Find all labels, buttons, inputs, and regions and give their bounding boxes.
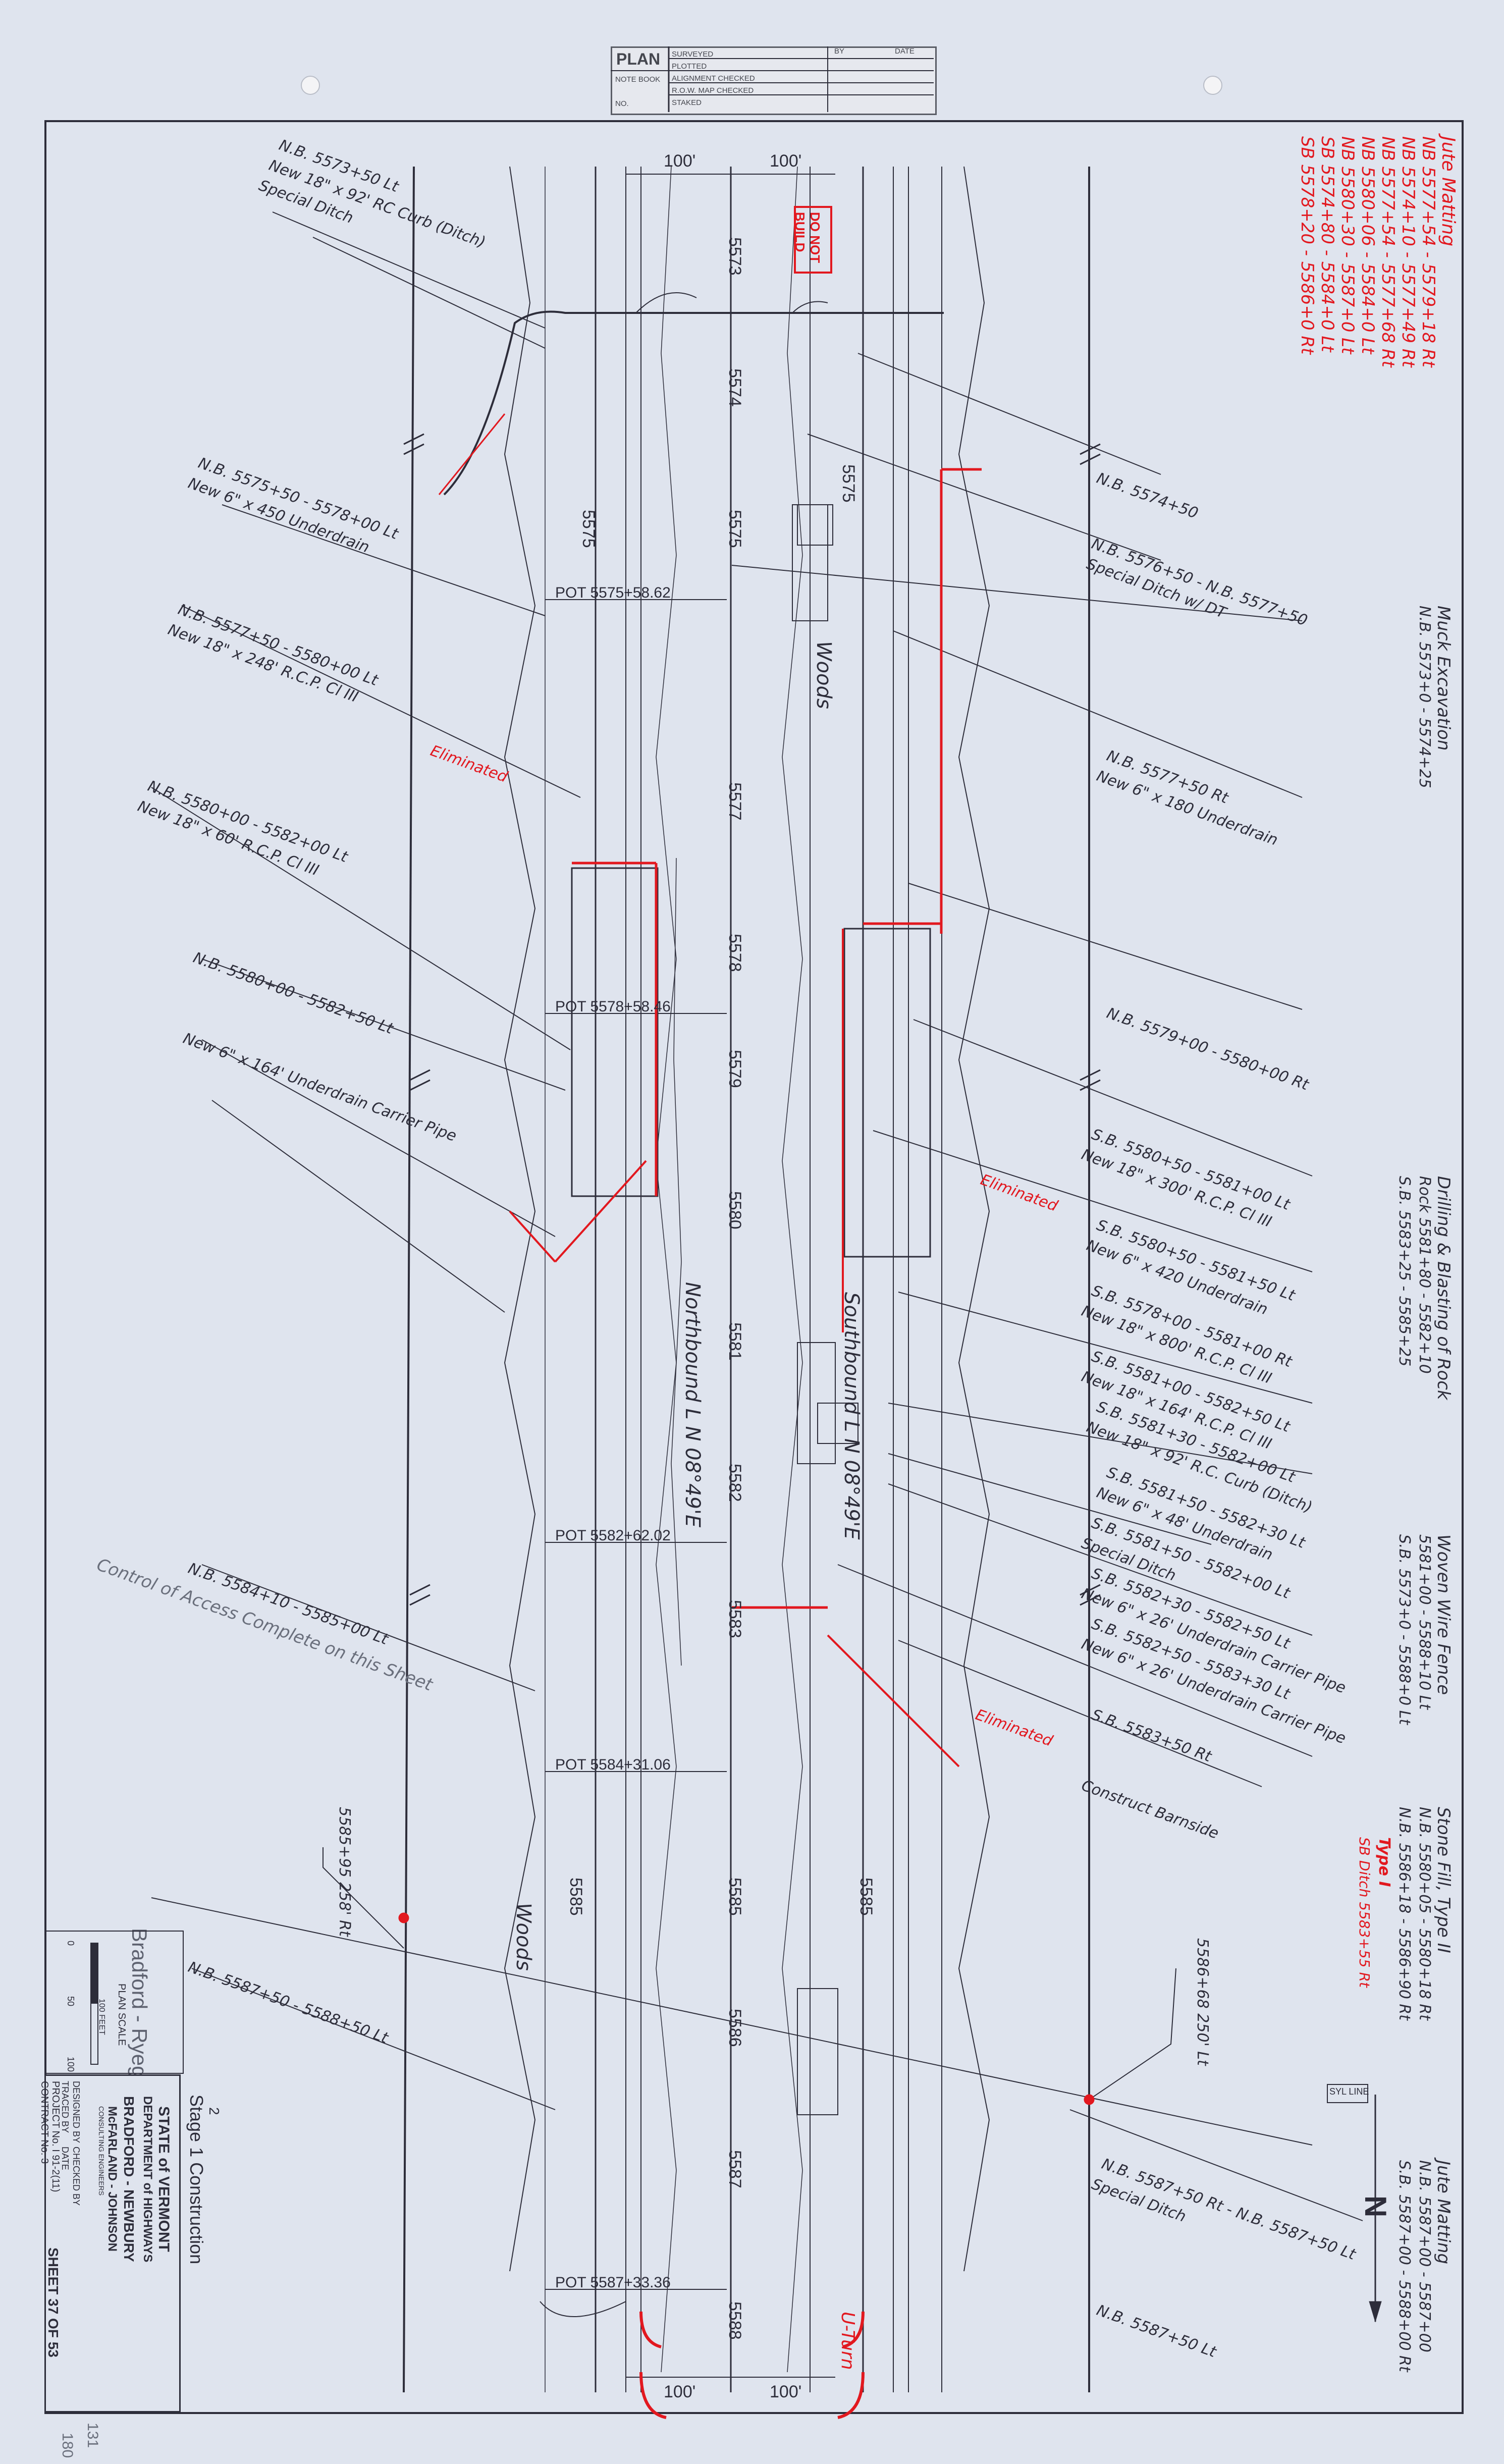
plan-stamp: PLAN NOTE BOOK NO. SURVEYED PLOTTED ALIG… [611, 46, 937, 115]
pot-label: POT 5584+31.06 [555, 1756, 671, 1773]
title-contract: CONTRACT No. 3 [39, 2081, 50, 2164]
title-project-no: PROJECT No. I 91-2(11) [50, 2081, 61, 2192]
dimension-top-left: 100' [664, 151, 696, 171]
plan-col-by: BY [834, 47, 845, 56]
title-sheet: SHEET 37 OF 53 [45, 2247, 61, 2358]
note-book-label: NOTE BOOK [615, 75, 661, 84]
title-date: DATE [60, 2147, 70, 2170]
pot-label: POT 5582+62.02 [555, 1527, 671, 1544]
title-engineers-sub: CONSULTING ENGINEERS [97, 2106, 105, 2196]
title-engineers: McFARLAND - JOHNSON [105, 2106, 119, 2252]
dimension-bottom-left: 100' [664, 2382, 696, 2401]
plan-row: ALIGNMENT CHECKED [672, 74, 755, 83]
title-checked: CHECKED BY [71, 2147, 81, 2206]
plan-row: SURVEYED [672, 50, 714, 59]
title-dept: DEPARTMENT of HIGHWAYS [141, 2096, 154, 2263]
plan-row: PLOTTED [672, 62, 707, 71]
plan-row: R.O.W. MAP CHECKED [672, 86, 754, 95]
drawing-border [44, 120, 1464, 2414]
plan-title: PLAN [616, 50, 661, 68]
dimension-bottom-right: 100' [770, 2382, 802, 2401]
title-project-name: BRADFORD - NEWBURY [121, 2096, 137, 2262]
pot-label: POT 5575+58.62 [555, 584, 671, 601]
title-state: STATE of VERMONT [155, 2106, 172, 2252]
title-block: STATE of VERMONT DEPARTMENT of HIGHWAYS … [39, 2074, 181, 2413]
corner-mark: 131 [84, 2423, 101, 2448]
title-traced: TRACED BY [60, 2081, 70, 2133]
no-label: NO. [615, 99, 629, 108]
plan-scale [45, 1931, 184, 2074]
corner-mark: 180 [59, 2433, 76, 2458]
pot-label: POT 5587+33.36 [555, 2274, 671, 2291]
punch-hole [301, 76, 320, 95]
title-designed: DESIGNED BY [71, 2081, 81, 2144]
plan-col-date: DATE [895, 47, 915, 56]
north-box-label: SYL LINE [1329, 2086, 1369, 2097]
dimension-top-right: 100' [770, 151, 802, 171]
pot-label: POT 5578+58.46 [555, 998, 671, 1015]
punch-hole [1203, 76, 1222, 95]
plan-row: STAKED [672, 98, 702, 107]
